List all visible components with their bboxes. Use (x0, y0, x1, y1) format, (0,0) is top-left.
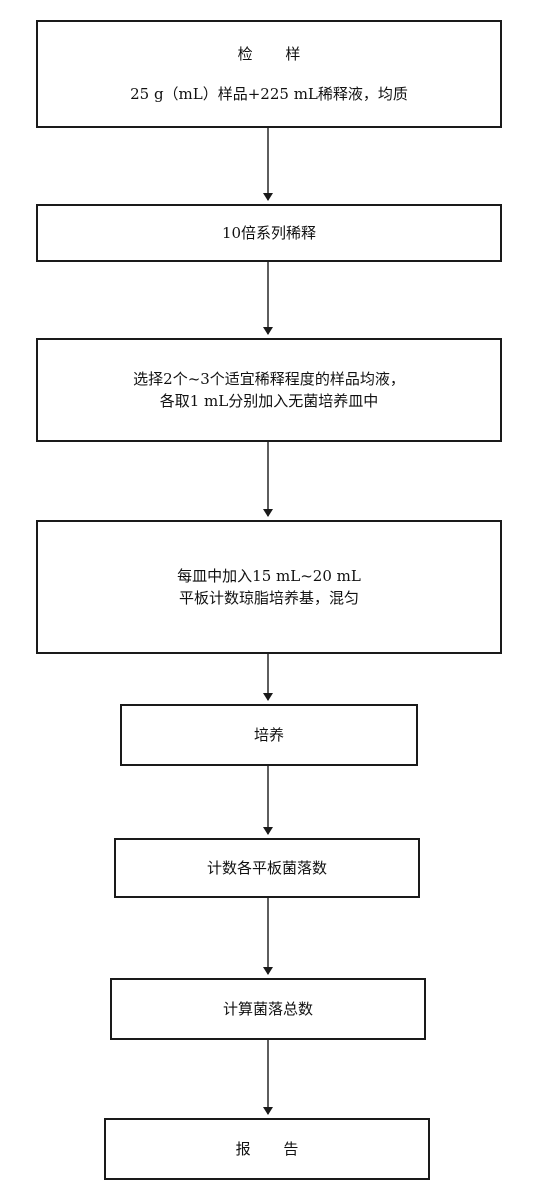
step-select-dilution-line2: 各取1 mL分别加入无菌培养皿中 (159, 392, 379, 410)
step-total-count-label: 计算菌落总数 (222, 1000, 313, 1018)
step-sampling-title: 检 样 (237, 45, 315, 63)
step-add-agar-line2: 平板计数琼脂培养基，混匀 (178, 589, 359, 607)
step-sampling-detail: 25 g（mL）样品+225 mL稀释液，均质 (130, 85, 408, 103)
step-select-dilution-line1: 选择2个~3个适宜稀释程度的样品均液， (133, 370, 405, 388)
step-count-colonies-box: 计数各平板菌落数 (114, 838, 420, 898)
step-serial-dilution-label: 10倍系列稀释 (221, 224, 317, 242)
step-sampling-box: 检 样 25 g（mL）样品+225 mL稀释液，均质 (36, 20, 502, 128)
step-incubate-box: 培养 (120, 704, 418, 766)
step-incubate-label: 培养 (253, 726, 284, 744)
step-add-agar-line1: 每皿中加入15 mL~20 mL (177, 567, 361, 585)
step-report-box: 报 告 (104, 1118, 430, 1180)
step-count-colonies-label: 计数各平板菌落数 (206, 859, 327, 877)
step-add-agar-box: 每皿中加入15 mL~20 mL 平板计数琼脂培养基，混匀 (36, 520, 502, 654)
step-select-dilution-box: 选择2个~3个适宜稀释程度的样品均液， 各取1 mL分别加入无菌培养皿中 (36, 338, 502, 442)
step-total-count-box: 计算菌落总数 (110, 978, 426, 1040)
step-report-label: 报 告 (235, 1140, 313, 1158)
step-serial-dilution-box: 10倍系列稀释 (36, 204, 502, 262)
